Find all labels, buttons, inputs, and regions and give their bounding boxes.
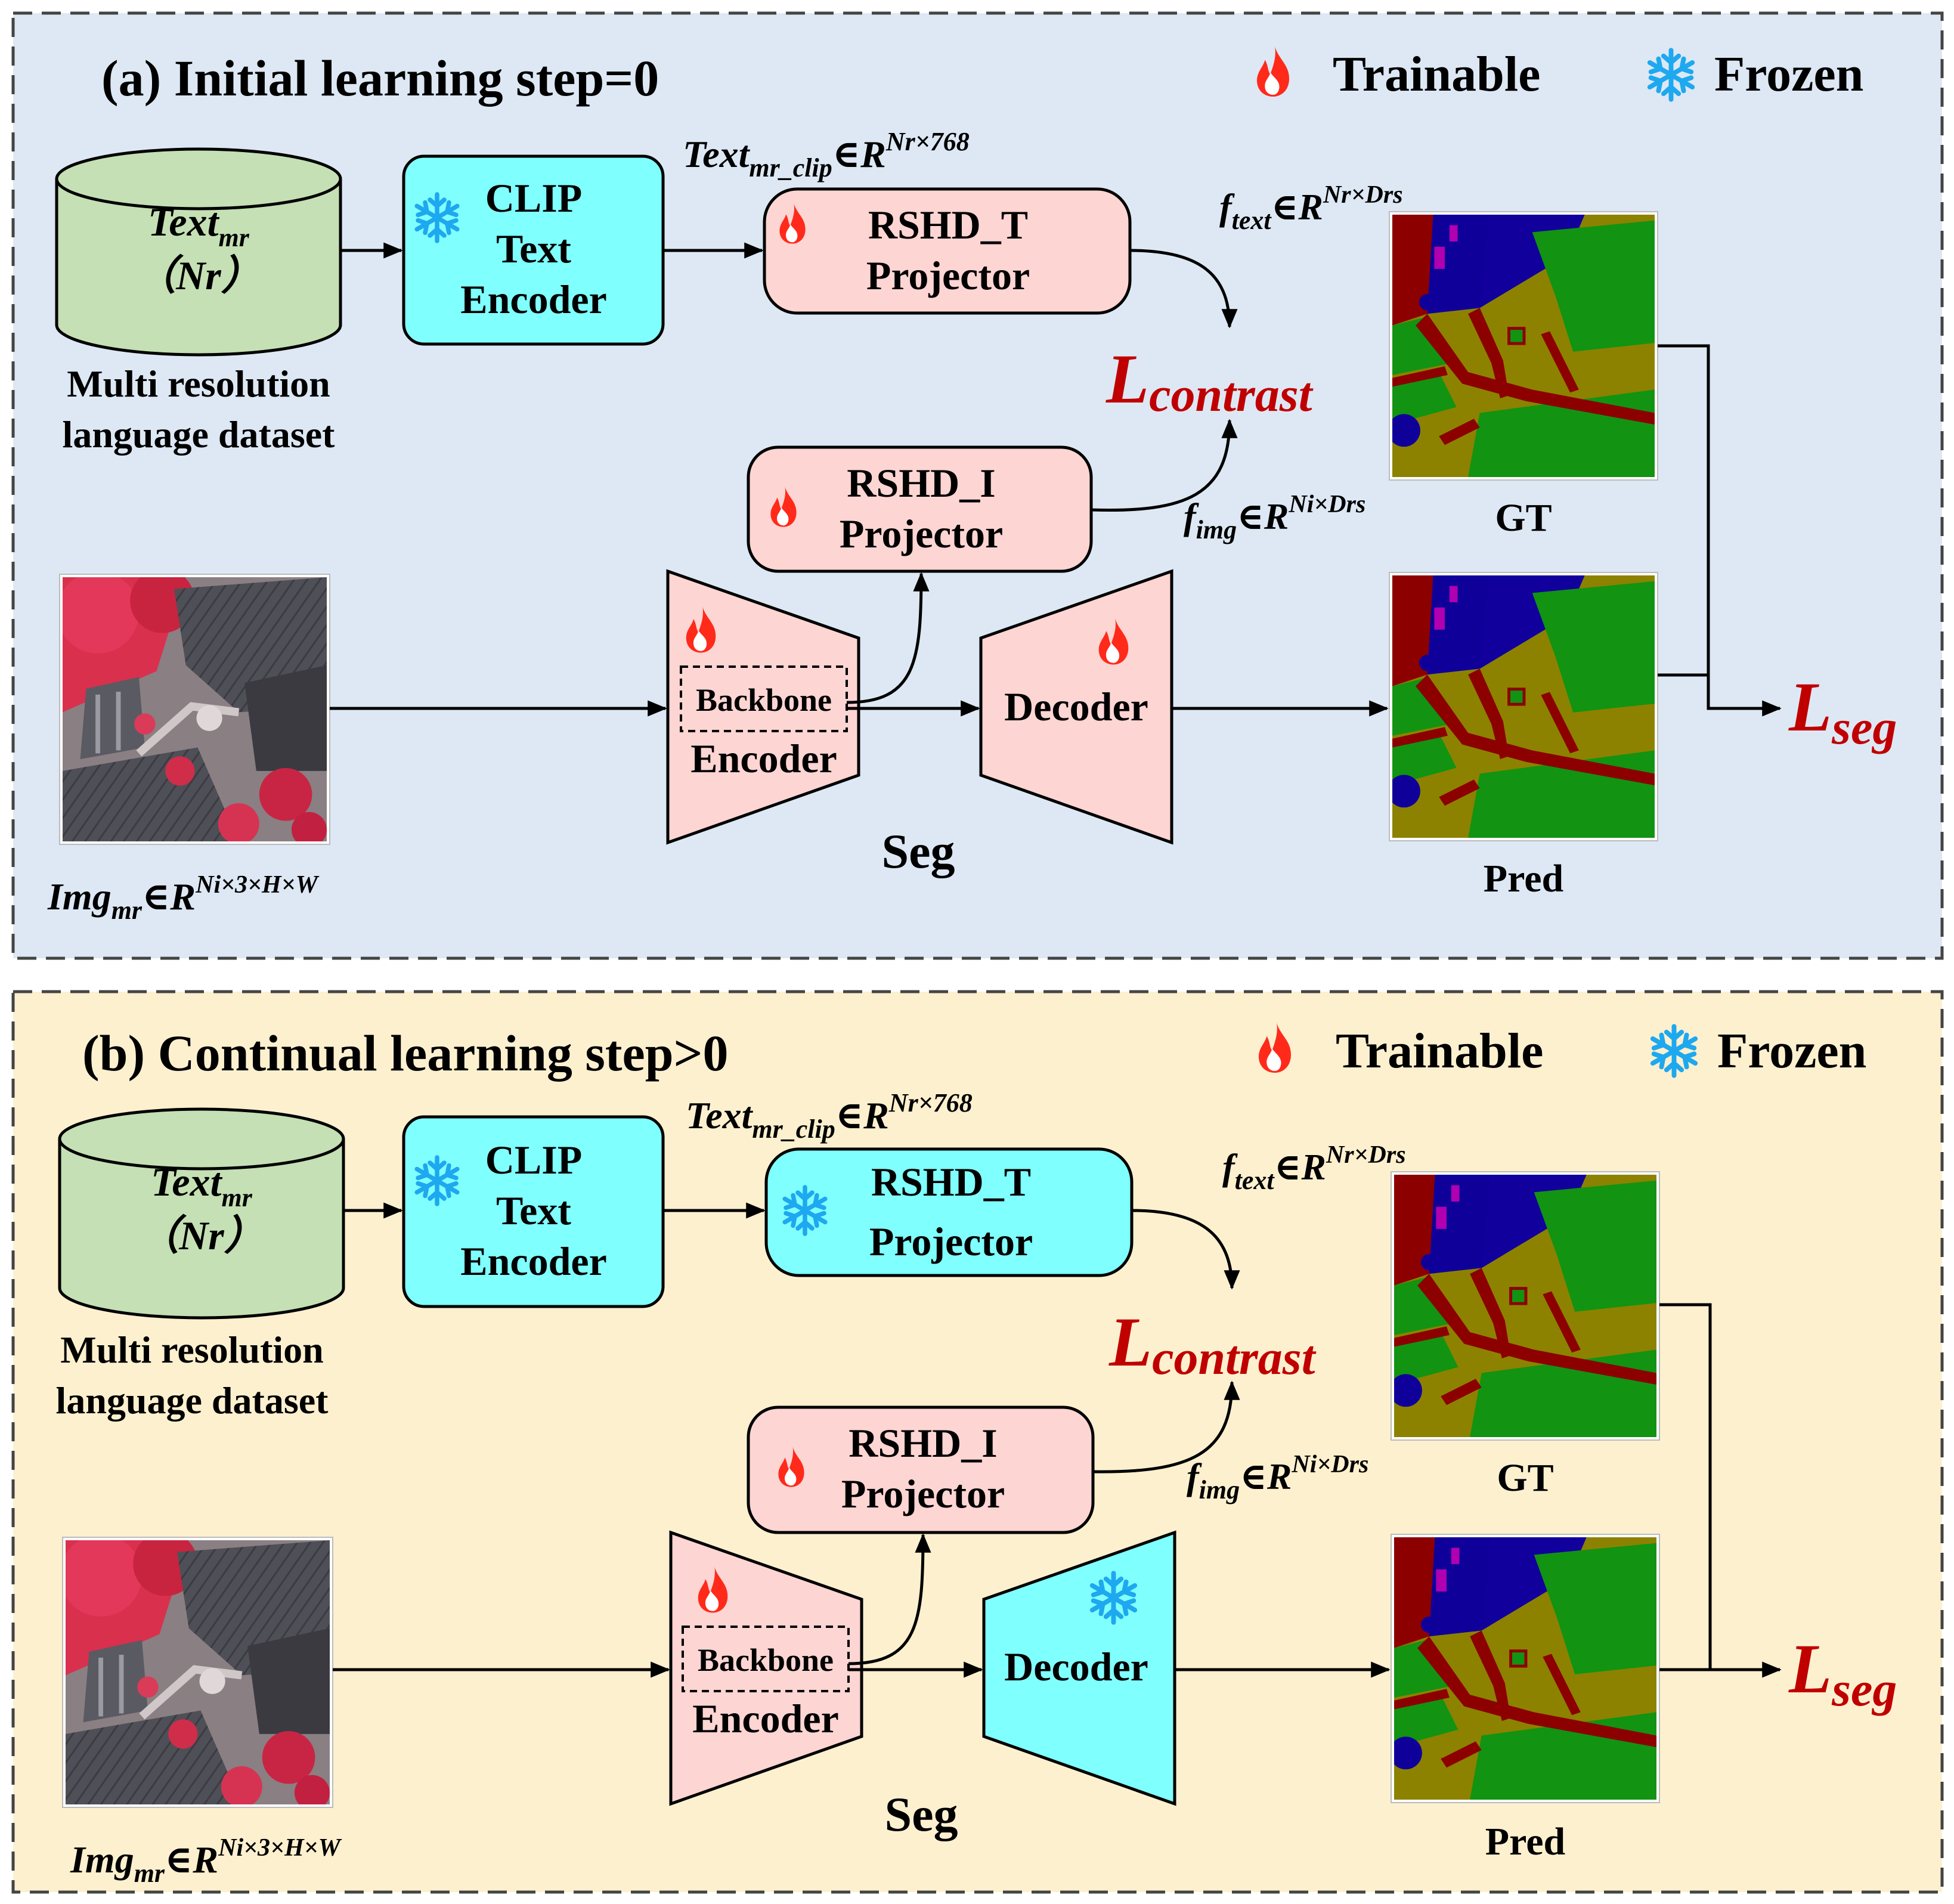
text-clip-shape-label: Textmr_clip∈RNr×768 [683,127,970,182]
clip-line-2: Text [496,1188,571,1233]
text-clip-shape-label: Textmr_clip∈RNr×768 [686,1088,973,1144]
dataset-caption-2: language dataset [63,413,336,456]
dataset-caption-1: Multi resolution [67,363,330,405]
pred-map [1391,1534,1660,1803]
dataset-size: （Nr） [138,1213,265,1258]
loss-seg: Lseg [1788,1630,1897,1716]
pred-label: Pred [1484,857,1563,900]
seg-label: Seg [882,824,955,878]
f-img-shape-label: fimg∈RNi×Drs [1187,1451,1368,1504]
clip-line-3: Encoder [460,277,607,322]
rshd-t-projector [764,1147,1134,1277]
dataset-caption-2: language dataset [56,1379,329,1422]
loss-seg: Lseg [1788,668,1897,754]
arrow-backbone-to-rshd-i [846,572,930,704]
legend-trainable: Trainable [1333,47,1540,102]
clip-line-1: CLIP [485,1137,582,1182]
dataset-cylinder [58,1107,345,1320]
img-shape-label: Imgmr∈RNi×3×H×W [47,871,320,925]
clip-line-3: Encoder [460,1239,607,1284]
input-aerial-image [59,574,330,845]
line-gt-to-lseg [1658,344,1782,717]
loss-contrast: Lcontrast [1108,1303,1317,1385]
rshd-t-line-2: Projector [869,1219,1033,1264]
decoder-block [982,1530,1176,1806]
connectors-b [333,1202,1782,1678]
encoder-block [666,569,860,845]
clip-line-1: CLIP [485,175,582,221]
arrow-rshd-t-to-contrast [1129,249,1238,329]
connectors-a [330,242,1782,717]
panel-a-title: (a) Initial learning step=0 [101,49,659,107]
seg-label: Seg [885,1787,958,1841]
line-pred-to-lseg [1658,673,1710,708]
dataset-cylinder [55,147,342,357]
panel-initial-learning: (a) Initial learning step=0 Trainable Fr… [11,11,1944,960]
arrow-rshd-i-to-contrast [1091,419,1238,512]
arrow-rshd-t-to-contrast [1131,1209,1240,1290]
f-text-shape-label: ftext∈RNr×Drs [1222,1141,1406,1195]
clip-line-2: Text [496,226,571,271]
panel-continual-learning: (b) Continual learning step>0 Trainable … [11,990,1944,1894]
rshd-i-line-1: RSHD_I [847,460,995,506]
legend-frozen: Frozen [1717,1023,1866,1079]
encoder-label: Encoder [692,1696,839,1741]
arrow-rshd-i-to-contrast [1092,1380,1240,1473]
rshd-i-projector [747,1405,1095,1534]
rshd-i-projector [747,445,1093,573]
backbone-box [680,665,848,732]
dataset-name: Textmr [151,1159,253,1212]
rshd-t-line-1: RSHD_T [868,202,1028,247]
input-aerial-image [62,1537,333,1808]
backbone-label: Backbone [698,1642,834,1678]
backbone-label: Backbone [696,682,832,718]
gt-label: GT [1495,496,1552,540]
encoder-label: Encoder [690,736,837,781]
decoder-label: Decoder [1004,684,1148,729]
rshd-i-line-1: RSHD_I [849,1420,997,1466]
legend-frozen: Frozen [1714,47,1863,102]
gt-map [1389,211,1658,481]
dataset-caption-1: Multi resolution [60,1329,324,1371]
panel-b-title: (b) Continual learning step>0 [82,1024,729,1082]
decoder-label: Decoder [1004,1644,1148,1689]
rshd-i-line-2: Projector [841,1471,1005,1516]
img-shape-label: Imgmr∈RNi×3×H×W [70,1834,342,1888]
pred-label: Pred [1485,1820,1565,1863]
rshd-i-line-2: Projector [840,511,1003,556]
gt-label: GT [1497,1456,1553,1500]
gt-map [1391,1171,1660,1441]
legend-trainable: Trainable [1336,1023,1543,1079]
f-text-shape-label: ftext∈RNr×Drs [1219,181,1403,235]
dataset-size: （Nr） [135,253,262,298]
line-gt-to-lseg [1659,1303,1782,1678]
loss-contrast: Lcontrast [1105,340,1314,422]
backbone-box [682,1626,850,1692]
rshd-t-line-2: Projector [866,253,1030,298]
f-img-shape-label: fimg∈RNi×Drs [1184,491,1365,544]
pred-map [1389,572,1658,841]
arrow-backbone-to-rshd-i [848,1533,931,1665]
dataset-name: Textmr [148,199,250,252]
rshd-t-line-1: RSHD_T [871,1159,1031,1205]
